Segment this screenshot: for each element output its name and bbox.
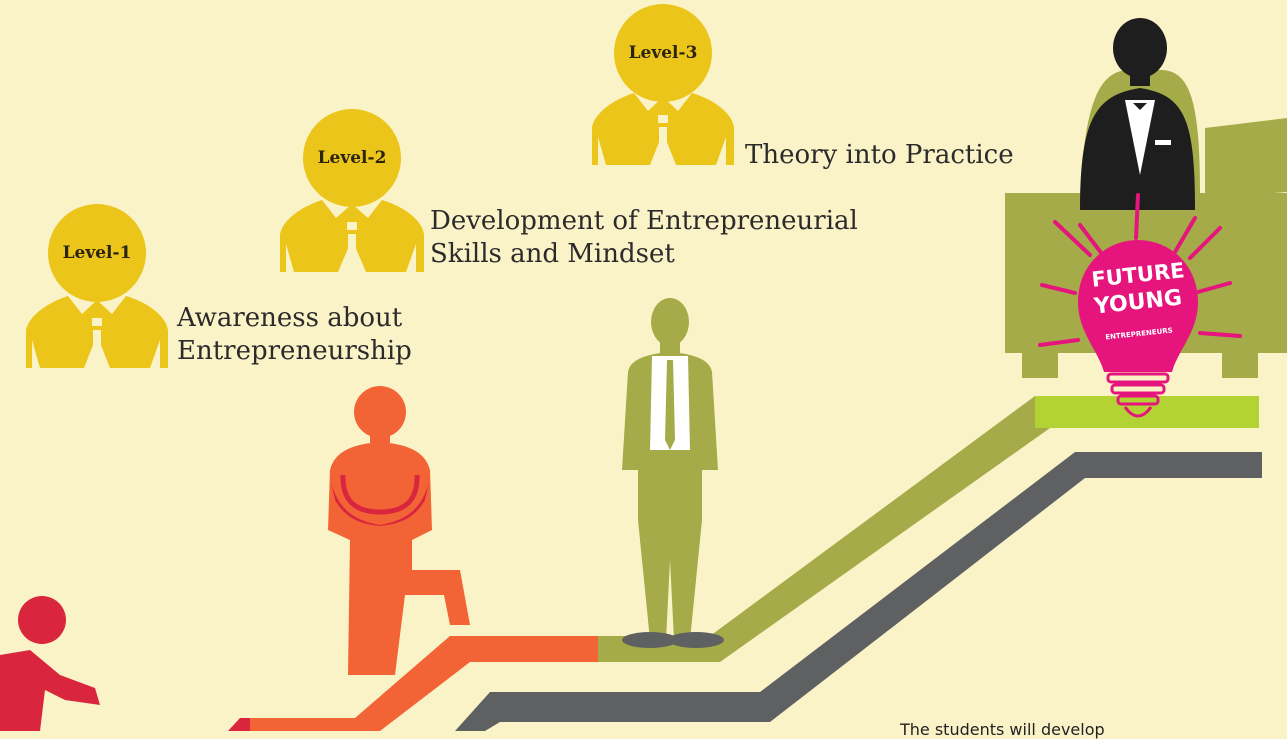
level-3-label: Level-3 [628, 43, 698, 63]
lightbulb-icon [1078, 240, 1198, 418]
level-3-person-icon [592, 4, 734, 165]
level-2-label: Level-2 [317, 148, 387, 168]
olive-step-path [598, 396, 1050, 662]
level-2-person-icon [280, 109, 424, 272]
level-1-label: Level-1 [62, 243, 132, 263]
level-3-description: Theory into Practice [745, 139, 1014, 172]
level-1-description-line1: Awareness about [177, 303, 403, 333]
gray-step-path [455, 452, 1262, 731]
level-1-description: Awareness about Entrepreneurship [177, 302, 412, 368]
orange-step-path [240, 636, 600, 731]
standing-man-icon [622, 298, 724, 648]
climbing-man-icon [328, 386, 470, 675]
footer-caption: The students will develop [900, 720, 1105, 739]
level-1-person-icon [26, 204, 168, 368]
level-1-description-line2: Entrepreneurship [177, 336, 412, 366]
running-man-icon [0, 596, 100, 731]
businessman-icon [1080, 18, 1195, 210]
level-2-description: Development of Entrepreneurial Skills an… [430, 205, 858, 271]
red-step-corner [228, 718, 250, 731]
burst-lines [1038, 193, 1242, 347]
level-2-description-line2: Skills and Mindset [430, 239, 675, 269]
level-2-description-line1: Development of Entrepreneurial [430, 206, 858, 236]
level-3-description-line1: Theory into Practice [745, 140, 1014, 170]
